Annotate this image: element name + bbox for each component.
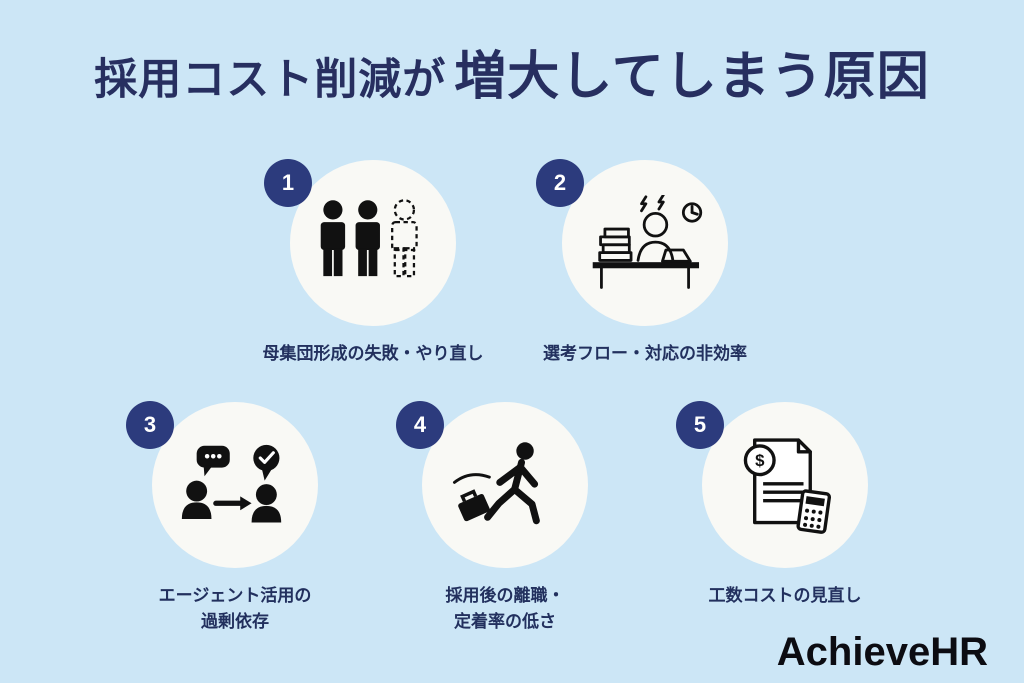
employee-leaving-icon: [452, 442, 540, 525]
cause-item-5: 5 $ 工数コストの見直し: [660, 397, 910, 637]
number-badge: 2: [536, 159, 584, 207]
badge-number: 4: [413, 412, 427, 437]
badge-number: 1: [281, 170, 295, 195]
item-label: 母集団形成の失敗・やり直し: [262, 344, 484, 363]
badge-number: 3: [143, 412, 157, 437]
cause-item-1: 1 母集団形成の失敗・やり直し: [248, 155, 498, 395]
number-badge: 5: [676, 401, 724, 449]
cause-item-2: 2 選考フロー・対応の非効率: [520, 155, 770, 395]
number-badge: 4: [396, 401, 444, 449]
icon-circle: [290, 160, 456, 326]
icon-circle: [422, 402, 588, 568]
number-badge: 1: [264, 159, 312, 207]
agent-conversation-icon: [181, 444, 282, 523]
svg-text:$: $: [755, 451, 765, 470]
title-bold-part: 増大してしまう原因: [454, 48, 930, 106]
achievehr-logo: AchieveHR: [776, 630, 988, 674]
overworked-desk-icon: [592, 195, 703, 289]
item-label: 工数コストの見直し: [708, 586, 862, 605]
cause-item-4: 4 採用後の離職・ 定着率の低さ: [380, 397, 630, 637]
candidates-people-icon: [320, 199, 418, 278]
item-label: 選考フロー・対応の非効率: [543, 344, 747, 363]
icon-circle: [152, 402, 318, 568]
title-regular-part: 採用コスト削減が: [94, 56, 447, 104]
item-label: 採用後の離職・ 定着率の低さ: [445, 586, 565, 632]
page-title: 採用コスト削減が増大してしまう原因: [0, 34, 1024, 109]
cause-item-3: 3 エージェント活用の 過剰依存: [110, 397, 360, 637]
cost-document-icon: $: [743, 437, 832, 534]
badge-number: 2: [553, 170, 567, 195]
number-badge: 3: [126, 401, 174, 449]
badge-number: 5: [693, 412, 707, 437]
icon-circle: [562, 160, 728, 326]
item-label: エージェント活用の 過剰依存: [158, 586, 312, 632]
icon-circle: $: [702, 402, 868, 568]
